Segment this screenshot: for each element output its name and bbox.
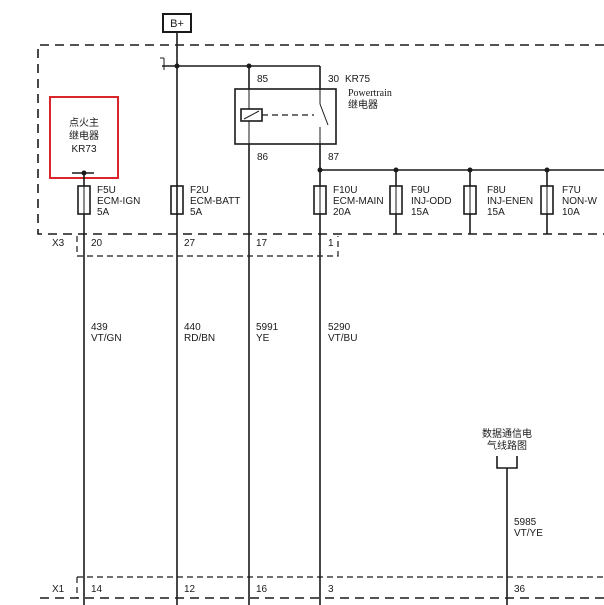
fuse-f10u-id: F10U bbox=[333, 185, 357, 196]
fuse-f8u: F8U INJ-ENEN 15A bbox=[463, 170, 533, 234]
data-comm-title-line1: 数据通信电 bbox=[482, 427, 532, 440]
connector-x1-pin-3: 3 bbox=[328, 584, 334, 595]
connector-x3-pin-1: 1 bbox=[328, 238, 334, 249]
wire-5290-circuit: 5290 bbox=[328, 322, 351, 333]
fuse-f9u-rating: 15A bbox=[411, 207, 429, 218]
wire-labels: 439 VT/GN 440 RD/BN 5991 YE 5290 VT/BU bbox=[91, 322, 357, 344]
wire-5985-color: VT/YE bbox=[514, 528, 543, 539]
relay-kr75-contact bbox=[319, 103, 329, 126]
wire-5991-color: YE bbox=[256, 333, 270, 344]
connector-x3-label: X3 bbox=[52, 238, 65, 249]
connector-x1: X1 14 12 16 3 36 bbox=[40, 576, 604, 599]
fuse-f5u-rating: 5A bbox=[97, 207, 110, 218]
fuse-f10u-name: ECM-MAIN bbox=[333, 196, 384, 207]
connector-x3-pin-27: 27 bbox=[184, 238, 196, 249]
fuse-f7u: F7U NON-W 10A bbox=[540, 170, 598, 234]
fuse-f7u-name: NON-W bbox=[562, 196, 598, 207]
fuse-f10u-rating: 20A bbox=[333, 207, 351, 218]
data-comm-reference: 数据通信电 气线路图 5985 VT/YE bbox=[482, 427, 543, 605]
data-comm-title-line2: 气线路图 bbox=[487, 439, 527, 452]
fuse-f5u-id: F5U bbox=[97, 185, 116, 196]
relay-kr73: 点火主 继电器 KR73 bbox=[49, 96, 119, 179]
fuse-f5u-name: ECM-IGN bbox=[97, 196, 140, 207]
fuse-f8u-rating: 15A bbox=[487, 207, 505, 218]
relay-kr75-body bbox=[234, 88, 337, 145]
relay-kr75-name-en: Powertrain bbox=[348, 88, 392, 99]
connector-x1-pin-14: 14 bbox=[91, 584, 103, 595]
relay-kr75-pin-87: 87 bbox=[328, 152, 340, 163]
wire-5290-color: VT/BU bbox=[328, 333, 357, 344]
fuse-f2u-rating: 5A bbox=[190, 207, 203, 218]
wire-440-circuit: 440 bbox=[184, 322, 201, 333]
relay-kr75-pin-30: 30 bbox=[328, 74, 340, 85]
fuse-f8u-name: INJ-ENEN bbox=[487, 196, 533, 207]
relay-kr75-ref: KR75 bbox=[345, 74, 370, 85]
b-plus-label: B+ bbox=[170, 18, 184, 30]
relay-kr75-pin-86: 86 bbox=[257, 152, 269, 163]
connector-x1-pin-16: 16 bbox=[256, 584, 268, 595]
fuse-f2u-id: F2U bbox=[190, 185, 209, 196]
connector-x1-pin-12: 12 bbox=[184, 584, 196, 595]
wire-439-color: VT/GN bbox=[91, 333, 122, 344]
fuse-f8u-id: F8U bbox=[487, 185, 506, 196]
relay-kr75: 85 30 KR75 Powertrain 继电器 86 87 bbox=[234, 66, 392, 163]
data-comm-bracket bbox=[496, 456, 518, 469]
connector-x3-pin-20: 20 bbox=[91, 238, 103, 249]
connector-x3-pin-17: 17 bbox=[256, 238, 268, 249]
connector-x3: X3 20 27 17 1 bbox=[52, 236, 339, 257]
connector-x1-label: X1 bbox=[52, 584, 65, 595]
fuse-f9u: F9U INJ-ODD 15A bbox=[389, 170, 452, 234]
fuse-f7u-id: F7U bbox=[562, 185, 581, 196]
relay-kr73-name-line2: 继电器 bbox=[69, 129, 99, 142]
relay-kr75-pin-85: 85 bbox=[257, 74, 269, 85]
fuse-f5u: F5U ECM-IGN 5A bbox=[77, 173, 140, 218]
fuse-f2u: F2U ECM-BATT 5A bbox=[170, 185, 240, 218]
fuse-f9u-id: F9U bbox=[411, 185, 430, 196]
fuse-f7u-rating: 10A bbox=[562, 207, 580, 218]
relay-kr73-name-line1: 点火主 bbox=[69, 117, 99, 129]
fuse-f9u-name: INJ-ODD bbox=[411, 196, 452, 207]
wire-5991-circuit: 5991 bbox=[256, 322, 279, 333]
wire-5985-circuit: 5985 bbox=[514, 517, 537, 528]
wire-440-color: RD/BN bbox=[184, 333, 215, 344]
wire-439-circuit: 439 bbox=[91, 322, 108, 333]
relay-kr75-name-cn: 继电器 bbox=[348, 98, 378, 111]
fuse-f2u-name: ECM-BATT bbox=[190, 196, 240, 207]
connector-x1-pin-36: 36 bbox=[514, 584, 526, 595]
relay-kr73-ref: KR73 bbox=[71, 144, 96, 155]
fuse-f10u: F10U ECM-MAIN 20A bbox=[313, 185, 384, 218]
fuse-block-enclosure bbox=[37, 44, 604, 235]
battery-supply: B+ bbox=[160, 13, 320, 70]
